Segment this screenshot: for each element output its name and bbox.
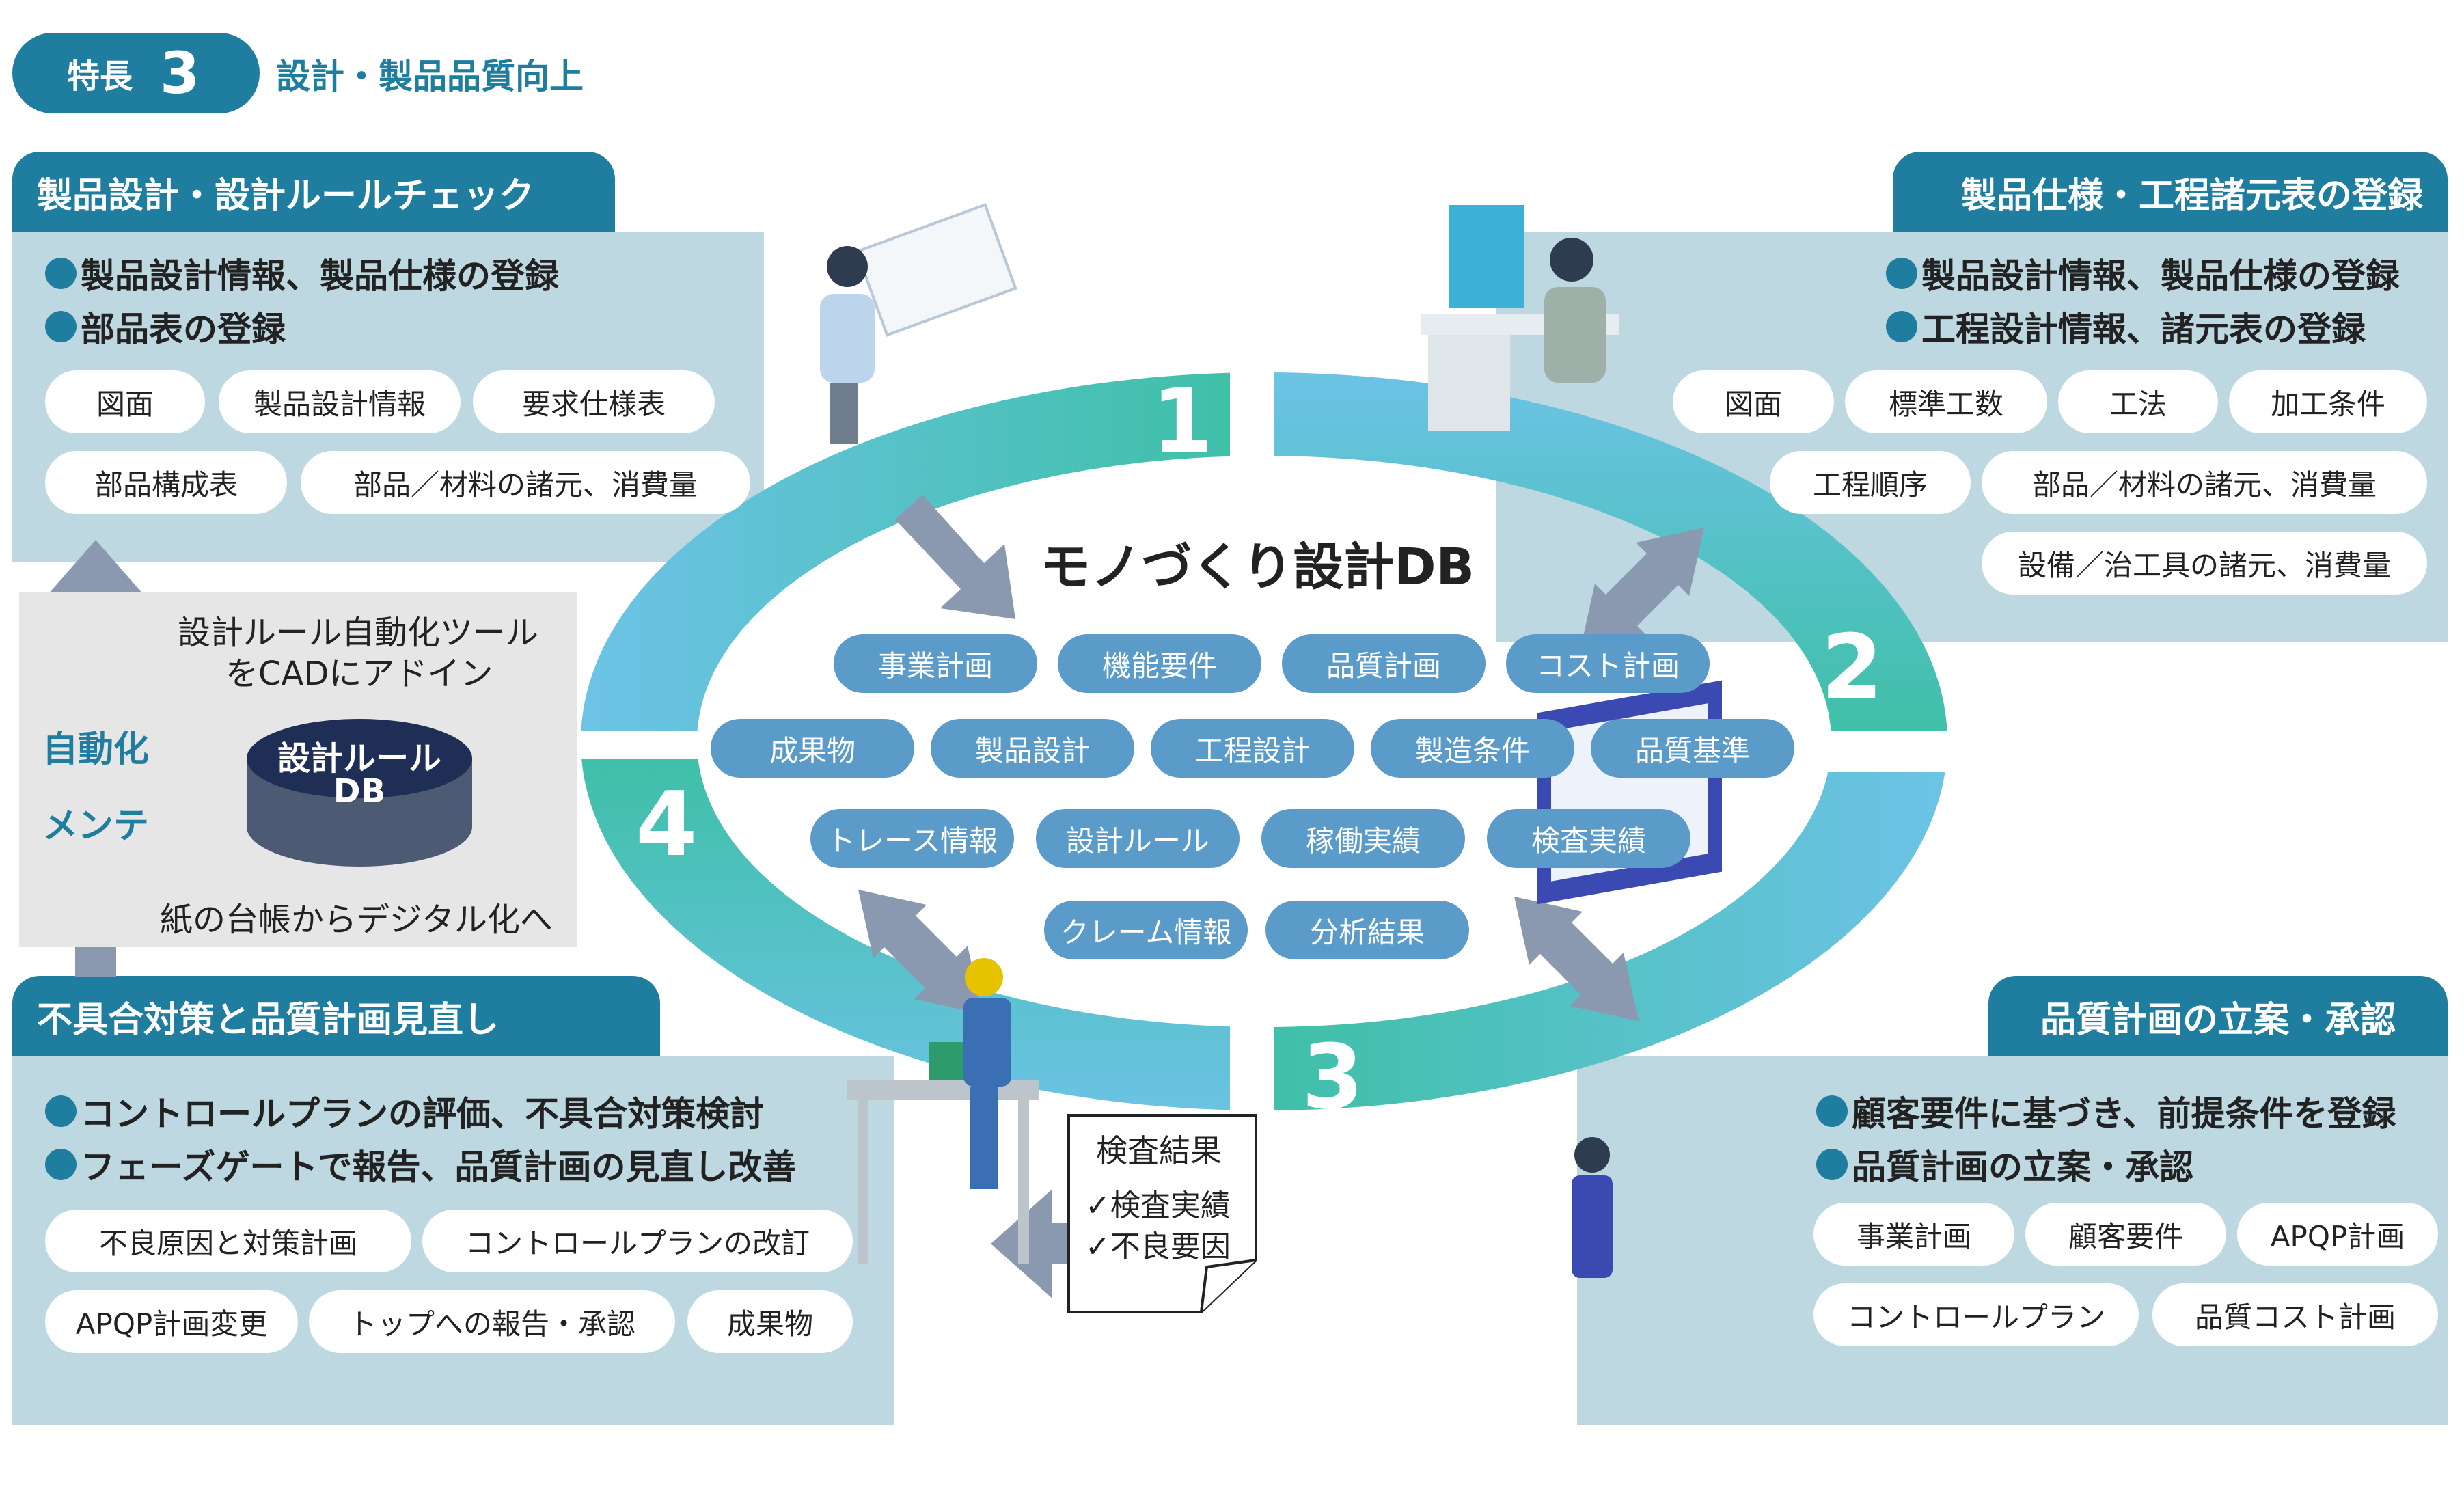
- tag: 設備／治工具の諸元、消費量: [1982, 532, 2427, 595]
- bullet-dot-icon: [1886, 311, 1917, 342]
- tag: 加工条件: [2229, 370, 2427, 433]
- illustration-worker: [847, 958, 1039, 1264]
- feature-title: 設計・製品品質向上: [276, 57, 584, 96]
- inspection-result-card: [1067, 1114, 1257, 1313]
- bullet-item: コントロールプランの評価、不具合対策検討: [45, 1087, 764, 1136]
- db-item: 設計ルール: [1036, 809, 1240, 868]
- tag: 工法: [2058, 370, 2218, 433]
- double-arrow-right-icon: [1580, 528, 1704, 652]
- arrow-down-right-icon: [895, 495, 1015, 619]
- db-item: 検査実績: [1487, 809, 1690, 868]
- db-item: 機能要件: [1058, 634, 1261, 693]
- inspection-item: ✓検査実績: [1085, 1188, 1231, 1223]
- db-item: 事業計画: [834, 634, 1037, 693]
- bullet-item: 顧客要件に基づき、前提条件を登録: [1816, 1087, 2396, 1136]
- db-item: トレース情報: [810, 809, 1014, 868]
- tag: コントロールプランの改訂: [422, 1210, 853, 1272]
- db-item: 分析結果: [1265, 901, 1469, 959]
- cycle-number-3: 3: [1302, 1025, 1364, 1129]
- double-arrow-bottom-right-icon: [1514, 897, 1639, 1021]
- database-icon: [247, 719, 472, 867]
- db-item: 品質計画: [1282, 634, 1486, 693]
- bullet-dot-icon: [45, 1095, 77, 1127]
- db-label-line1: 設計ルール: [277, 739, 442, 778]
- tag: 不良原因と対策計画: [45, 1210, 411, 1272]
- cycle-number-1: 1: [1151, 369, 1214, 473]
- bullet-dot-icon: [45, 258, 77, 289]
- tag: 図面: [45, 370, 205, 433]
- db-item: 品質基準: [1591, 719, 1794, 778]
- db-label-line2: DB: [333, 772, 386, 810]
- db-item: 製造条件: [1371, 719, 1574, 778]
- tag: APQP計画: [2237, 1203, 2438, 1266]
- cycle-number-2: 2: [1821, 615, 1883, 719]
- flow-arrows: [48, 495, 1704, 1298]
- bullet-item: 部品表の登録: [45, 302, 286, 351]
- tag: APQP計画変更: [45, 1290, 298, 1353]
- bullet-item: 製品設計情報、製品仕様の登録: [45, 249, 559, 298]
- tag: トップへの報告・承認: [309, 1290, 675, 1353]
- inspection-title: 検査結果: [1096, 1132, 1222, 1169]
- tag: コントロールプラン: [1813, 1283, 2139, 1346]
- tool-description-line1: 設計ルール自動化ツール: [178, 614, 539, 652]
- tag: 品質コスト計画: [2152, 1283, 2438, 1346]
- db-item: 稼働実績: [1261, 809, 1465, 868]
- automation-label: 自動化: [42, 729, 150, 770]
- illustration-designer: [820, 203, 1017, 444]
- db-item: 製品設計: [931, 719, 1134, 778]
- inspection-item: ✓不良要因: [1085, 1229, 1231, 1264]
- bullet-item: 製品設計情報、製品仕様の登録: [1886, 249, 2400, 298]
- bullet-item: フェーズゲートで報告、品質計画の見直し改善: [45, 1140, 797, 1189]
- db-item: クレーム情報: [1044, 901, 1248, 959]
- check-icon: ✓: [1085, 1229, 1110, 1264]
- db-item: 成果物: [711, 719, 914, 778]
- tag: 工程順序: [1770, 451, 1971, 514]
- bullet-dot-icon: [1816, 1149, 1848, 1180]
- feature-number: 3: [160, 40, 200, 107]
- panel-top-left-title: 製品設計・設計ルールチェック: [12, 152, 615, 232]
- bullet-dot-icon: [1816, 1095, 1848, 1127]
- panel-bottom-right-title: 品質計画の立案・承認: [1988, 976, 2448, 1056]
- check-icon: ✓: [1085, 1188, 1110, 1223]
- panel-top-right-title: 製品仕様・工程諸元表の登録: [1893, 152, 2448, 232]
- tag: 事業計画: [1813, 1203, 2014, 1266]
- bullet-dot-icon: [45, 1149, 77, 1180]
- maintenance-label: メンテ: [42, 806, 150, 847]
- bullet-dot-icon: [45, 311, 77, 342]
- bullet-item: 品質計画の立案・承認: [1816, 1140, 2193, 1189]
- feature-label: 特長: [67, 57, 133, 96]
- tag: 成果物: [687, 1290, 853, 1353]
- tag: 部品／材料の諸元、消費量: [301, 451, 750, 514]
- tag: 部品／材料の諸元、消費量: [1982, 451, 2427, 514]
- feature-badge: 特長 3: [12, 33, 260, 113]
- bullet-dot-icon: [1886, 258, 1917, 289]
- tag: 図面: [1673, 370, 1834, 433]
- bullet-item: 工程設計情報、諸元表の登録: [1886, 302, 2366, 351]
- tag: 標準工数: [1845, 370, 2047, 433]
- db-title: モノづくり設計DB: [1040, 538, 1475, 597]
- tag: 顧客要件: [2025, 1203, 2226, 1266]
- paper-to-digital-note: 紙の台帳からデジタル化へ: [160, 901, 553, 939]
- tag: 部品構成表: [45, 451, 287, 514]
- illustration-engineer-desk: [1421, 205, 1619, 431]
- tool-description-line2: をCADにアドイン: [225, 655, 493, 693]
- cycle-number-4: 4: [635, 772, 698, 876]
- tag: 製品設計情報: [219, 370, 461, 433]
- tag: 要求仕様表: [473, 370, 715, 433]
- double-arrow-bottom-left-icon: [858, 890, 983, 1014]
- panel-bottom-left-title: 不具合対策と品質計画見直し: [12, 976, 660, 1056]
- db-item: 工程設計: [1151, 719, 1354, 778]
- db-item: コスト計画: [1506, 634, 1710, 693]
